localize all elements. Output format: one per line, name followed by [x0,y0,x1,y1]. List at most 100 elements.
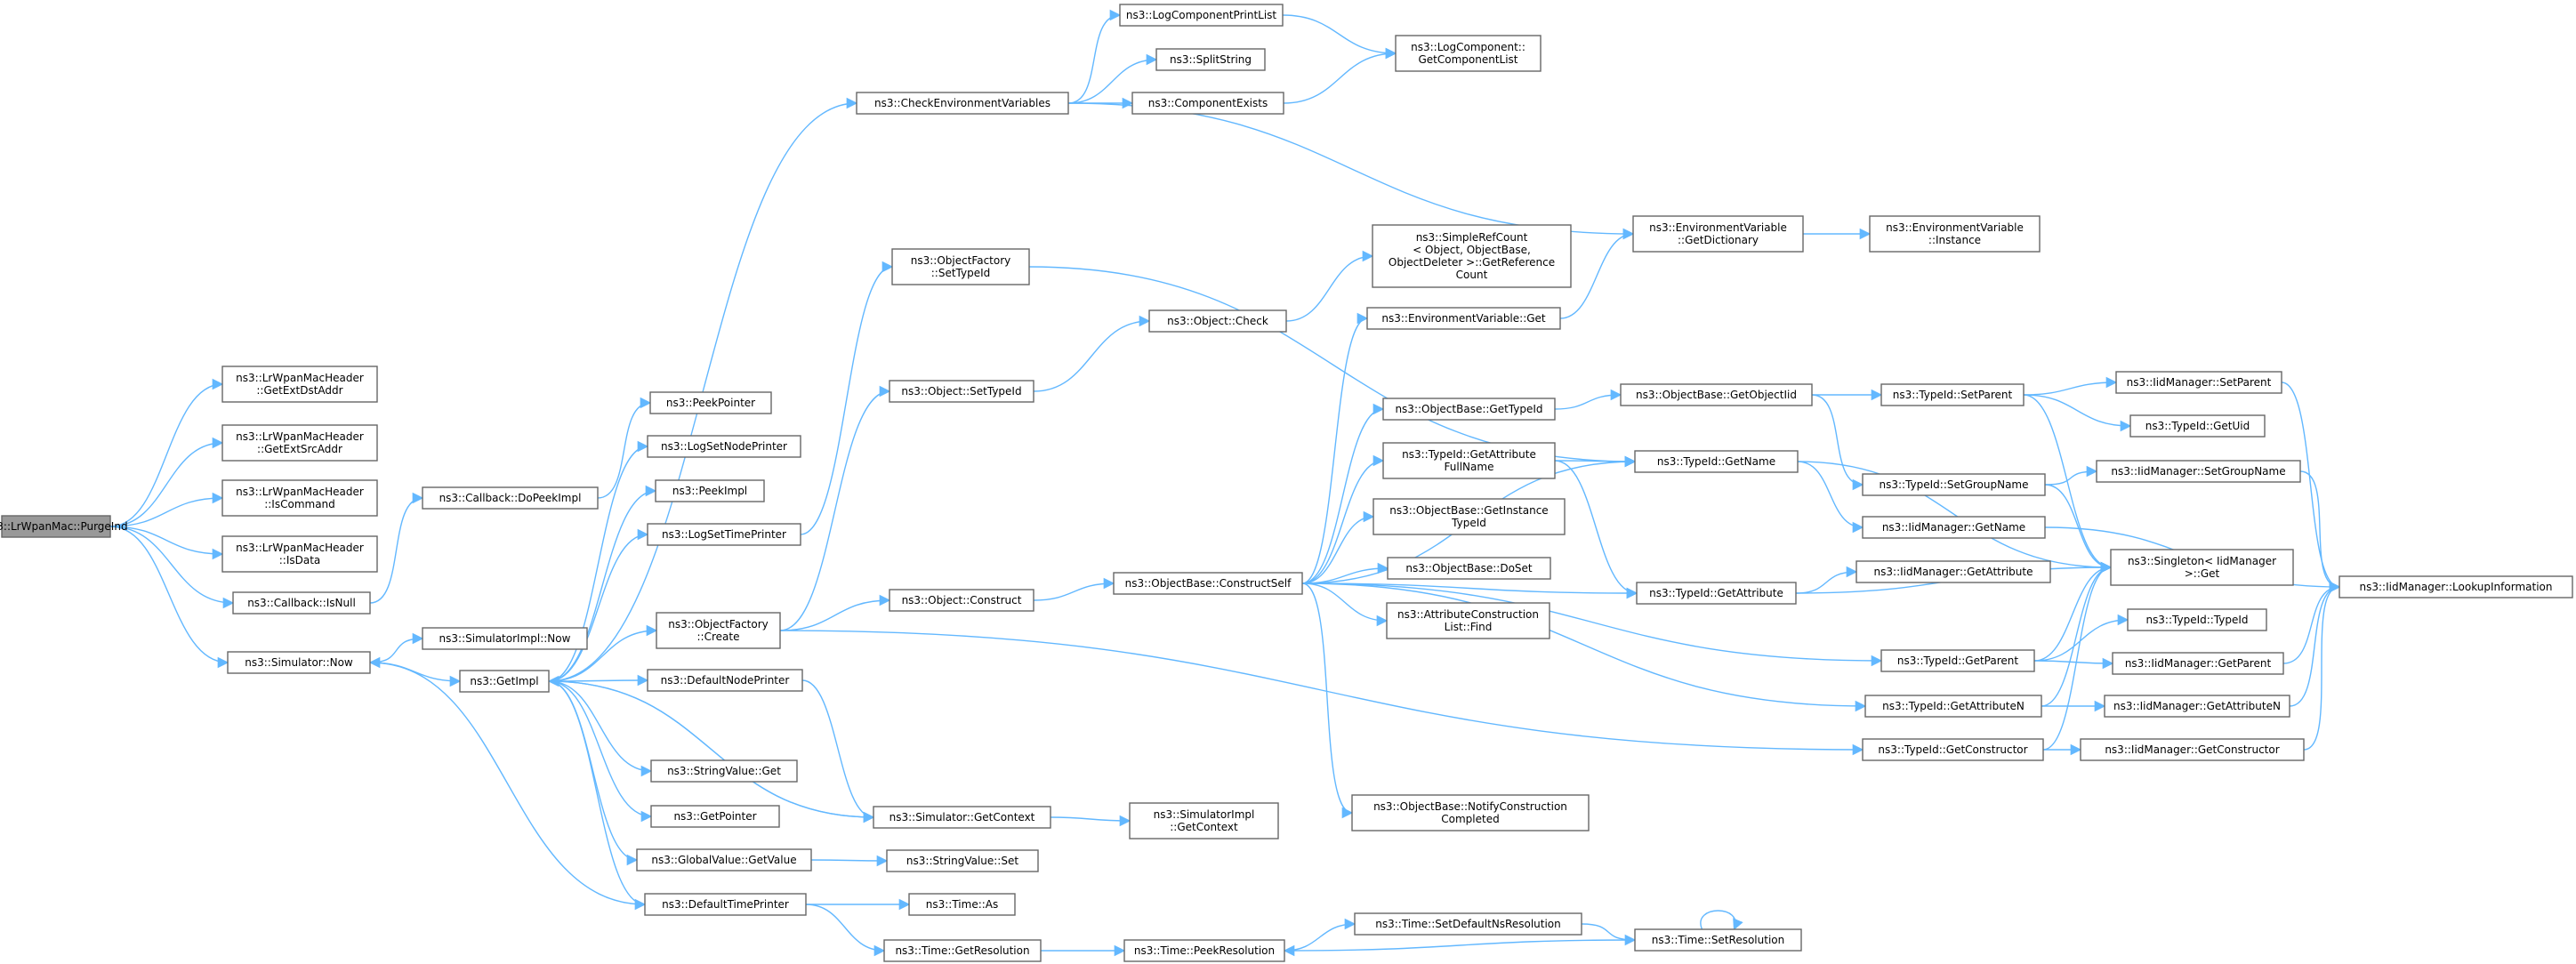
function-node[interactable]: ns3::IidManager::GetAttribute [1856,560,2051,583]
function-node[interactable]: ns3::ObjectBase::GetObjectIid [1620,383,1813,406]
call-edge [1283,47,1397,104]
function-node[interactable]: ns3::Callback::DoPeekImpl [422,486,599,510]
function-node[interactable]: ns3::LogSetTimePrinter [647,523,801,546]
function-node[interactable]: ns3::Simulator::GetContext [873,806,1051,829]
function-node[interactable]: ns3::Time::PeekResolution [1123,939,1285,962]
function-node[interactable]: ns3::IidManager::LookupInformation [2339,575,2573,598]
function-node[interactable]: ns3::EnvironmentVariable::GetDictionary [1632,215,1804,253]
node-label: ns3::LrWpanMacHeader [236,542,364,554]
function-node[interactable]: ns3::SplitString [1155,48,1266,71]
function-node[interactable]: ns3::TypeId::GetName [1634,450,1799,473]
function-node[interactable]: ns3::DefaultTimePrinter [644,893,807,916]
node-label: ::IsCommand [264,498,335,510]
function-node[interactable]: ns3::TypeId::SetParent [1880,383,2025,406]
call-edge [1067,53,1158,104]
function-node[interactable]: ns3::GetPointer [650,805,780,828]
call-edge [2042,561,2113,751]
function-node[interactable]: ns3::TypeId::GetAttributeN [1864,695,2042,718]
function-node[interactable]: ns3::GetImpl [459,670,550,693]
node-label: ns3::Time::As [926,898,999,911]
call-edge [1700,910,1743,931]
node-box [1634,450,1799,473]
function-node[interactable]: ns3::TypeId::GetParent [1880,649,2035,672]
function-node[interactable]: ns3::Time::As [908,893,1016,916]
function-node[interactable]: ns3::StringValue::Set [886,849,1039,872]
call-edge [109,526,224,560]
call-edge [368,656,646,905]
node-box [650,759,798,783]
function-node[interactable]: ns3::Time::SetDefaultNsResolution [1354,912,1582,936]
node-label: ns3::TypeId::GetName [1657,455,1775,468]
function-node[interactable]: ns3::ObjectBase::NotifyConstructionCompl… [1351,794,1590,831]
node-label: ns3::IidManager::GetConstructor [2105,743,2279,756]
function-node[interactable]: ns3::Time::GetResolution [883,939,1042,962]
function-node[interactable]: ns3::IidManager::SetParent [2115,371,2282,394]
function-node[interactable]: ns3::TypeId::GetUid [2129,414,2266,438]
function-node[interactable]: ns3::TypeId::SetGroupName [1862,473,2046,496]
function-node[interactable]: ns3::Time::SetResolution [1634,928,1802,952]
function-node[interactable]: ns3::IidManager::SetGroupName [2096,460,2301,483]
node-label: ns3::Object::Check [1167,315,1268,327]
function-node[interactable]: ns3::TypeId::GetConstructor [1862,738,2044,761]
function-node[interactable]: ns3::LrWpanMacHeader::IsCommand [221,479,378,517]
root-function-node[interactable]: ns3::LrWpanMac::PurgeInd [0,515,128,538]
function-node[interactable]: ns3::IidManager::GetParent [2112,652,2284,675]
function-node[interactable]: ns3::LogSetNodePrinter [647,435,801,458]
function-node[interactable]: ns3::IidManager::GetAttributeN [2104,695,2290,718]
function-node[interactable]: ns3::StringValue::Get [650,759,798,783]
function-node[interactable]: ns3::LogComponentPrintList [1119,4,1284,27]
function-node[interactable]: ns3::Singleton< IidManager >::Get [2110,549,2294,586]
call-edge [1554,460,1638,599]
function-node[interactable]: ns3::IidManager::GetName [1862,516,2046,539]
function-node[interactable]: ns3::ObjectBase::GetTypeId [1382,398,1556,421]
node-label: ns3::GetPointer [673,810,756,823]
function-node[interactable]: ns3::SimulatorImpl::GetContext [1129,802,1279,839]
call-edge [1581,923,1637,946]
function-node[interactable]: ns3::EnvironmentVariable::Instance [1869,215,2041,253]
function-node[interactable]: ns3::Callback::IsNull [232,591,371,615]
function-node[interactable]: ns3::LrWpanMacHeader::GetExtSrcAddr [221,424,378,462]
function-node[interactable]: ns3::TypeId::GetAttribute [1636,582,1797,605]
function-node[interactable]: ns3::ObjectBase::ConstructSelf [1113,572,1303,595]
function-node[interactable]: ns3::IidManager::GetConstructor [2080,738,2305,761]
node-label: ns3::LogComponent:: [1411,41,1525,53]
function-node[interactable]: ns3::ObjectFactory::Create [656,612,781,649]
call-edge [548,485,657,682]
node-label: ::GetDictionary [1678,234,1759,246]
node-label: ns3::TypeId::GetParent [1897,655,2018,667]
function-node[interactable]: ns3::LrWpanMacHeader::GetExtDstAddr [221,366,378,403]
function-node[interactable]: ns3::DefaultNodePrinter [647,669,803,692]
call-edge [548,440,649,682]
function-node[interactable]: ns3::SimulatorImpl::Now [422,627,588,650]
node-box [889,589,1034,612]
function-node[interactable]: ns3::SimpleRefCount< Object, ObjectBase,… [1372,224,1572,288]
node-label: ns3::StringValue::Set [906,855,1018,867]
function-node[interactable]: ns3::ComponentExists [1131,92,1284,115]
function-node[interactable]: ns3::Simulator::Now [227,651,371,674]
call-edge [2041,561,2113,707]
call-edge [2044,465,2098,486]
function-node[interactable]: ns3::ObjectFactory::SetTypeId [891,248,1030,285]
node-label: ns3::GlobalValue::GetValue [651,854,796,866]
node-label: ns3::LrWpanMacHeader [236,372,364,384]
function-node[interactable]: ns3::PeekPointer [649,391,772,414]
function-node[interactable]: ns3::EnvironmentVariable::Get [1366,307,1561,330]
function-node[interactable]: ns3::Object::Check [1148,309,1287,333]
function-node[interactable]: ns3::ObjectBase::DoSet [1387,557,1551,580]
function-node[interactable]: ns3::Object::Construct [889,589,1034,612]
function-node[interactable]: ns3::LogComponent::GetComponentList [1395,35,1542,72]
function-node[interactable]: ns3::Object::SetTypeId [889,380,1034,403]
call-edge [1301,582,1883,667]
node-label: ::GetExtSrcAddr [257,443,342,455]
call-edge [2023,376,2118,396]
node-label: ns3::Object::Construct [902,594,1022,607]
function-node[interactable]: ns3::PeekImpl [655,479,765,502]
function-node[interactable]: ns3::CheckEnvironmentVariables [856,92,1069,115]
function-node[interactable]: ns3::LrWpanMacHeader::IsData [221,535,378,573]
node-label: ns3::LogComponentPrintList [1126,9,1277,21]
function-node[interactable]: ns3::GlobalValue::GetValue [636,848,812,872]
function-node[interactable]: ns3::TypeId::TypeId [2127,608,2267,631]
